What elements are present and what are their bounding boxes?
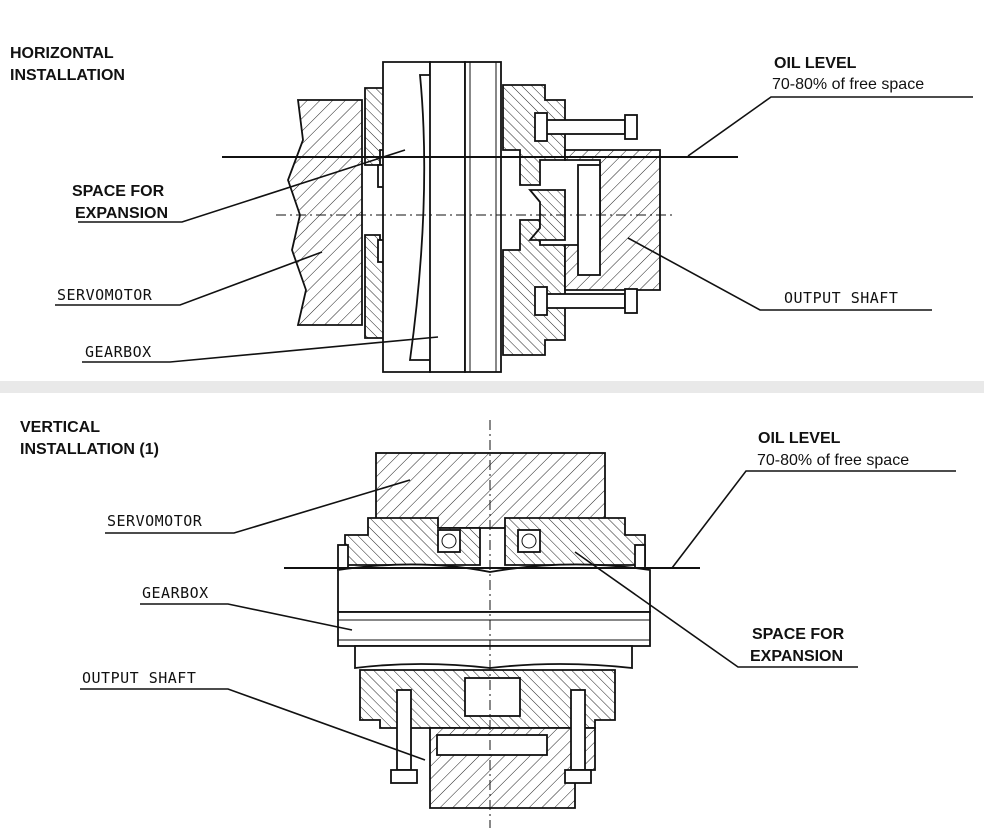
h-nut-top	[534, 112, 548, 142]
h-space-label-1: SPACE FOR	[72, 183, 165, 200]
h-oil-level-sub: 70-80% of free space	[772, 76, 924, 93]
h-servomotor-leader	[55, 251, 323, 306]
v-space-label-1: SPACE FOR	[752, 626, 845, 643]
h-bolt-bottom	[544, 293, 626, 309]
v-servomotor-label: SERVOMOTOR	[107, 512, 203, 530]
v-oil-level-sub: 70-80% of free space	[757, 452, 909, 469]
v-output-shaft-label: OUTPUT SHAFT	[82, 669, 196, 687]
v-oil-level-label: OIL LEVEL	[758, 430, 841, 447]
vertical-section: VERTICAL INSTALLATION (1) OIL	[20, 419, 956, 828]
vertical-title-line1: VERTICAL	[20, 419, 100, 436]
h-output-shaft-inner	[577, 164, 601, 276]
v-bearing-left-ball	[441, 533, 457, 549]
horizontal-title-line1: HORIZONTAL	[10, 45, 114, 62]
h-output-shaft-label: OUTPUT SHAFT	[784, 289, 898, 307]
h-output-shaft-leader	[627, 237, 932, 311]
h-output-flange-top	[502, 84, 566, 186]
h-gearbox-ring	[429, 61, 466, 373]
h-gearbox-label: GEARBOX	[85, 343, 152, 361]
h-output-cap	[528, 189, 566, 241]
h-bolt-bottom-head	[624, 288, 638, 314]
v-gearbox-leader	[140, 603, 353, 631]
h-servomotor-body	[287, 99, 363, 326]
v-bolt-right-head	[564, 769, 592, 784]
v-output-shaft-leader	[80, 688, 426, 761]
h-space-label-2: EXPANSION	[75, 205, 168, 222]
h-bolt-top	[544, 119, 626, 135]
h-oil-level-leader	[687, 96, 973, 157]
v-gearbox-lower	[354, 645, 633, 670]
vertical-title-line2: INSTALLATION (1)	[20, 441, 159, 458]
v-flange-pin-right	[634, 544, 646, 571]
h-space-leader	[78, 149, 406, 223]
v-space-label-2: EXPANSION	[750, 648, 843, 665]
h-nut-bottom	[534, 286, 548, 316]
v-oil-level-leader	[671, 470, 956, 569]
v-bearing-right	[517, 529, 541, 553]
v-gearbox-label: GEARBOX	[142, 584, 209, 602]
v-servomotor-leader	[105, 479, 411, 534]
v-gearbox-ring	[337, 611, 651, 647]
v-flange-pin-left	[337, 544, 349, 571]
section-separator	[0, 381, 984, 393]
h-bolt-top-head	[624, 114, 638, 140]
v-bearing-left	[437, 529, 461, 553]
v-bearing-right-ball	[521, 533, 537, 549]
horizontal-title-line2: INSTALLATION	[10, 67, 125, 84]
v-bolt-right	[570, 689, 586, 771]
h-gearbox-leader	[82, 336, 439, 363]
h-gearbox-plate	[464, 61, 502, 373]
v-bolt-left-head	[390, 769, 418, 784]
v-output-cap	[464, 677, 521, 717]
horizontal-section: HORIZONTAL INSTALLATION	[10, 45, 973, 373]
h-gearbox-housing-left	[382, 61, 431, 373]
h-oil-level-label: OIL LEVEL	[774, 55, 857, 72]
v-space-leader	[574, 551, 858, 668]
v-bolt-left	[396, 689, 412, 771]
v-output-shaft-inner	[436, 734, 548, 756]
h-servomotor-label: SERVOMOTOR	[57, 286, 153, 304]
